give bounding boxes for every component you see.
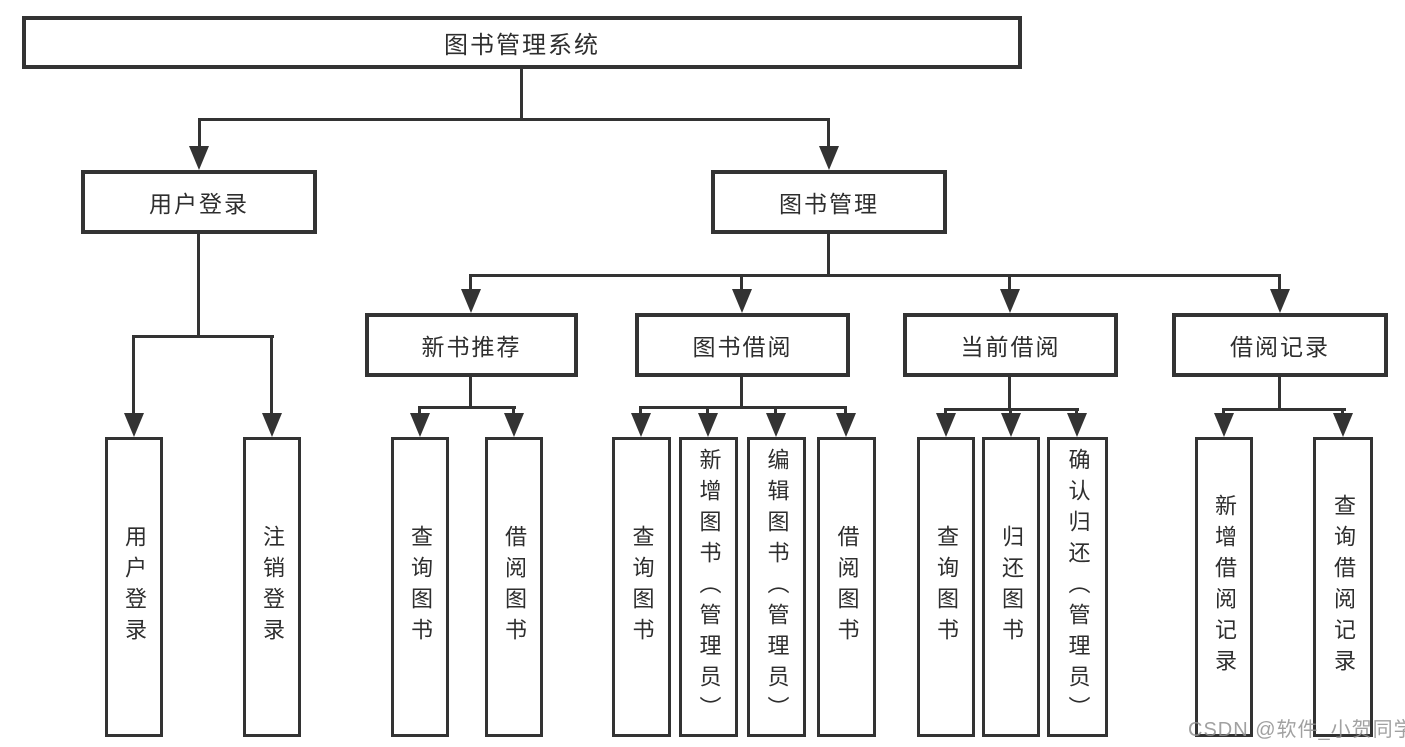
connector-line <box>639 406 642 415</box>
leaf-borrow-books-borrowing: 借阅图书 <box>817 437 876 737</box>
node-book-borrowing-label: 图书借阅 <box>692 334 793 360</box>
node-borrowing-records: 借阅记录 <box>1172 313 1388 377</box>
connector-line <box>418 406 516 409</box>
node-current-borrowing-label: 当前借阅 <box>960 334 1061 360</box>
arrow-down-icon <box>410 413 430 437</box>
connector-line <box>470 274 1281 277</box>
leaf-return-books: 归还图书 <box>982 437 1040 737</box>
arrow-down-icon <box>189 146 209 170</box>
arrow-down-icon <box>1067 413 1087 437</box>
connector-line <box>270 335 273 415</box>
leaf-query-books-recommend-label: 查询图书 <box>408 525 433 649</box>
arrow-down-icon <box>631 413 651 437</box>
connector-line <box>520 67 523 120</box>
connector-line <box>418 406 421 415</box>
node-borrowing-records-label: 借阅记录 <box>1230 334 1330 360</box>
connector-line <box>469 377 472 408</box>
node-current-borrowing: 当前借阅 <box>903 313 1118 377</box>
node-user-login: 用户登录 <box>81 170 317 234</box>
arrow-down-icon <box>1001 413 1021 437</box>
connector-line <box>1278 377 1281 411</box>
connector-line <box>198 118 830 121</box>
leaf-edit-books-admin-label: 编辑图书（管理员） <box>764 447 790 727</box>
arrow-down-icon <box>124 413 144 437</box>
leaf-query-borrow-record: 查询借阅记录 <box>1313 437 1373 737</box>
node-root: 图书管理系统 <box>22 16 1022 69</box>
connector-line <box>844 406 847 415</box>
leaf-return-books-label: 归还图书 <box>999 525 1024 649</box>
leaf-add-books-admin-label: 新增图书（管理员） <box>696 447 722 727</box>
connector-line <box>740 274 743 292</box>
connector-line <box>1222 408 1346 411</box>
connector-line <box>827 118 830 150</box>
connector-line <box>706 406 709 415</box>
connector-line <box>1341 408 1344 415</box>
connector-line <box>198 118 201 150</box>
leaf-add-borrow-record-label: 新增借阅记录 <box>1212 494 1237 680</box>
arrow-down-icon <box>698 413 718 437</box>
connector-line <box>132 335 274 338</box>
arrow-down-icon <box>461 289 481 313</box>
leaf-user-login: 用户登录 <box>105 437 163 737</box>
connector-line <box>1278 274 1281 292</box>
arrow-down-icon <box>1333 413 1353 437</box>
arrow-down-icon <box>819 146 839 170</box>
connector-line <box>512 406 515 415</box>
node-new-book-recommend-label: 新书推荐 <box>421 334 522 360</box>
leaf-confirm-return-admin-label: 确认归还（管理员） <box>1065 447 1091 727</box>
leaf-edit-books-admin: 编辑图书（管理员） <box>747 437 806 737</box>
connector-line <box>774 406 777 415</box>
connector-line <box>827 234 830 277</box>
connector-line <box>944 408 947 415</box>
leaf-logout-login: 注销登录 <box>243 437 301 737</box>
leaf-query-books-recommend: 查询图书 <box>391 437 449 737</box>
connector-line <box>1222 408 1225 415</box>
connector-line <box>1008 377 1011 411</box>
node-new-book-recommend: 新书推荐 <box>365 313 578 377</box>
leaf-query-books-current: 查询图书 <box>917 437 975 737</box>
arrow-down-icon <box>766 413 786 437</box>
leaf-borrow-books-borrowing-label: 借阅图书 <box>834 525 860 649</box>
arrow-down-icon <box>836 413 856 437</box>
leaf-borrow-books-recommend-label: 借阅图书 <box>502 525 527 649</box>
arrow-down-icon <box>1270 289 1290 313</box>
leaf-user-login-label: 用户登录 <box>122 525 147 649</box>
node-user-login-label: 用户登录 <box>149 191 249 217</box>
connector-line <box>132 335 135 415</box>
arrow-down-icon <box>732 289 752 313</box>
arrow-down-icon <box>504 413 524 437</box>
connector-line <box>740 377 743 408</box>
leaf-query-books-borrowing-label: 查询图书 <box>629 525 655 649</box>
leaf-add-borrow-record: 新增借阅记录 <box>1195 437 1253 737</box>
arrow-down-icon <box>1000 289 1020 313</box>
leaf-confirm-return-admin: 确认归还（管理员） <box>1047 437 1108 737</box>
leaf-query-books-borrowing: 查询图书 <box>612 437 671 737</box>
arrow-down-icon <box>936 413 956 437</box>
leaf-query-borrow-record-label: 查询借阅记录 <box>1331 494 1356 680</box>
arrow-down-icon <box>1214 413 1234 437</box>
node-book-management-label: 图书管理 <box>779 191 879 217</box>
watermark: CSDN @软件_小贺同学 <box>1188 719 1405 741</box>
connector-line <box>1009 408 1012 415</box>
leaf-logout-login-label: 注销登录 <box>260 525 285 649</box>
leaf-query-books-current-label: 查询图书 <box>934 525 959 649</box>
connector-line <box>197 234 200 338</box>
node-book-borrowing: 图书借阅 <box>635 313 850 377</box>
connector-line <box>639 406 847 409</box>
arrow-down-icon <box>262 413 282 437</box>
connector-line <box>1008 274 1011 292</box>
connector-line <box>1075 408 1078 415</box>
leaf-borrow-books-recommend: 借阅图书 <box>485 437 543 737</box>
connector-line <box>469 274 472 292</box>
node-root-label: 图书管理系统 <box>444 32 600 59</box>
leaf-add-books-admin: 新增图书（管理员） <box>679 437 738 737</box>
node-book-management: 图书管理 <box>711 170 947 234</box>
